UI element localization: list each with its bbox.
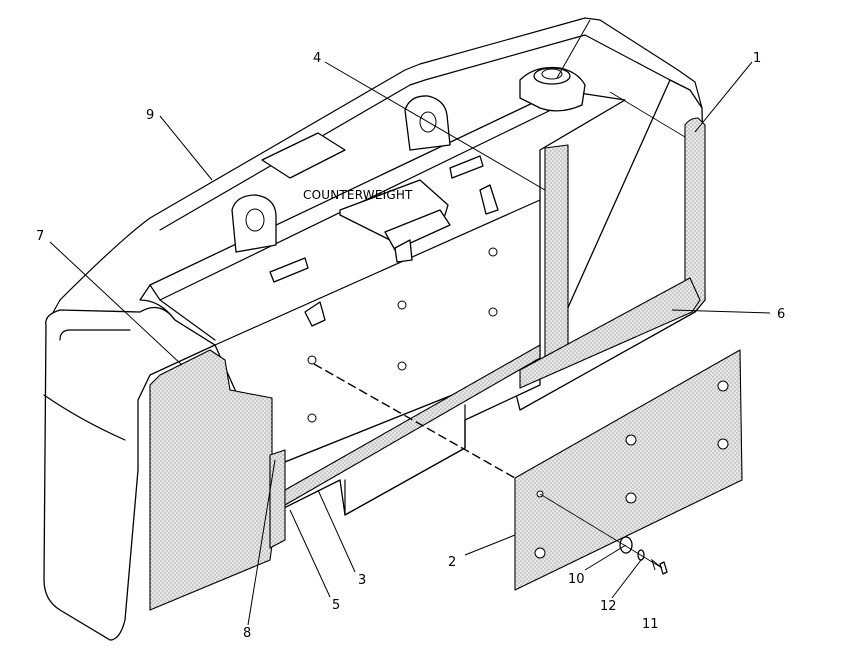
callout-6: 6 — [777, 307, 785, 322]
bottom-bar-part-3 — [284, 344, 541, 506]
bottom-rail-part-6 — [519, 277, 701, 389]
callout-4: 4 — [313, 51, 321, 66]
bolt-axis-line-2 — [539, 493, 663, 569]
hardware-stack — [619, 536, 668, 575]
vertical-rail-part-1 — [544, 117, 706, 363]
callout-2: 2 — [448, 555, 456, 570]
callout-1: 1 — [753, 51, 761, 66]
callout-3: 3 — [358, 573, 366, 588]
callout-7: 7 — [36, 229, 44, 244]
callout-10: 10 — [568, 572, 585, 587]
callout-9: 9 — [146, 108, 154, 123]
counterweight-label: COUNTERWEIGHT — [303, 188, 413, 202]
callout-5: 5 — [332, 598, 340, 613]
callout-8: 8 — [243, 626, 251, 641]
callout-12: 12 — [600, 599, 617, 614]
callout-11: 11 — [642, 617, 659, 632]
leader-lines — [49, 19, 771, 626]
side-strip-part-8 — [269, 449, 286, 549]
